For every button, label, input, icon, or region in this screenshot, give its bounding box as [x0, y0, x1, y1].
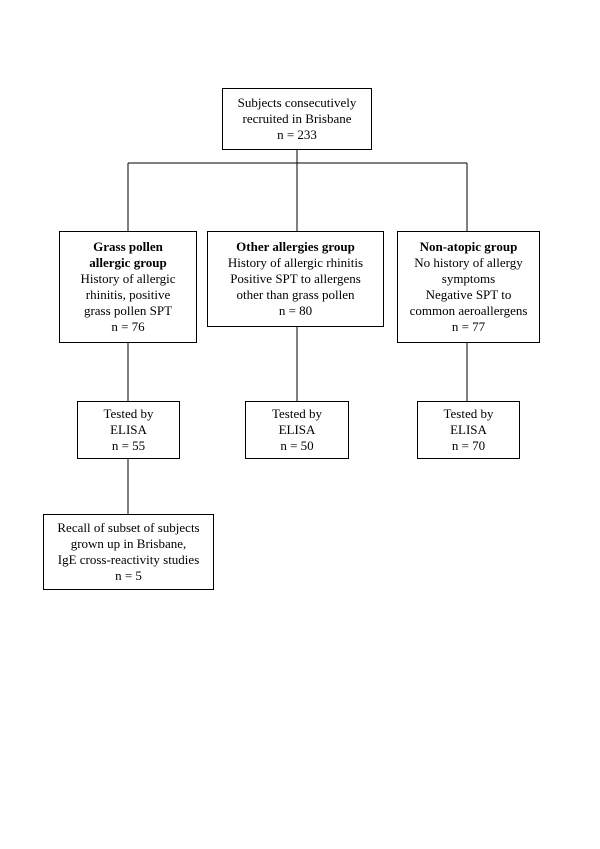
grass-group-title-2: allergic group [89, 255, 167, 270]
nonatopic-elisa-line-2: ELISA [450, 422, 487, 437]
grass-pollen-group-box: Grass pollen allergic group History of a… [59, 231, 197, 343]
other-allergies-group-box: Other allergies group History of allergi… [207, 231, 384, 327]
recall-line-1: Recall of subset of subjects [57, 520, 200, 535]
grass-group-line-3: grass pollen SPT [83, 303, 173, 318]
other-group-title: Other allergies group [236, 239, 355, 254]
other-elisa-box: Tested by ELISA n = 50 [245, 401, 349, 459]
non-atopic-group-box: Non-atopic group No history of allergy s… [397, 231, 540, 343]
nonatopic-elisa-box: Tested by ELISA n = 70 [417, 401, 520, 459]
recruited-count: n = 233 [277, 127, 317, 142]
nonatopic-elisa-count: n = 70 [451, 438, 486, 453]
grass-group-line-2: rhinitis, positive [85, 287, 171, 302]
nonatopic-group-line-2: symptoms [441, 271, 496, 286]
grass-elisa-box: Tested by ELISA n = 55 [77, 401, 180, 459]
nonatopic-group-count: n = 77 [451, 319, 486, 334]
recall-line-3: IgE cross-reactivity studies [57, 552, 200, 567]
recruited-line-2: recruited in Brisbane [242, 111, 352, 126]
recruited-line-1: Subjects consecutively [237, 95, 357, 110]
recall-line-2: grown up in Brisbane, [70, 536, 187, 551]
grass-group-title-1: Grass pollen [93, 239, 163, 254]
other-elisa-line-1: Tested by [272, 406, 322, 421]
other-group-line-3: other than grass pollen [236, 287, 355, 302]
grass-elisa-count: n = 55 [111, 438, 146, 453]
nonatopic-group-title: Non-atopic group [419, 239, 518, 254]
other-group-line-1: History of allergic rhinitis [227, 255, 364, 270]
grass-group-line-1: History of allergic [80, 271, 176, 286]
other-group-line-2: Positive SPT to allergens [230, 271, 361, 286]
nonatopic-group-line-4: common aeroallergens [409, 303, 528, 318]
grass-group-count: n = 76 [111, 319, 145, 334]
grass-elisa-line-1: Tested by [103, 406, 154, 421]
other-group-count: n = 80 [278, 303, 313, 318]
nonatopic-group-line-1: No history of allergy [414, 255, 523, 270]
nonatopic-group-line-3: Negative SPT to [425, 287, 512, 302]
other-elisa-line-2: ELISA [278, 422, 316, 437]
recall-subset-box: Recall of subset of subjects grown up in… [43, 514, 214, 590]
grass-elisa-line-2: ELISA [110, 422, 147, 437]
nonatopic-elisa-line-1: Tested by [443, 406, 494, 421]
other-elisa-count: n = 50 [280, 438, 314, 453]
recruited-subjects-box: Subjects consecutively recruited in Bris… [222, 88, 372, 150]
recall-count: n = 5 [115, 568, 142, 583]
